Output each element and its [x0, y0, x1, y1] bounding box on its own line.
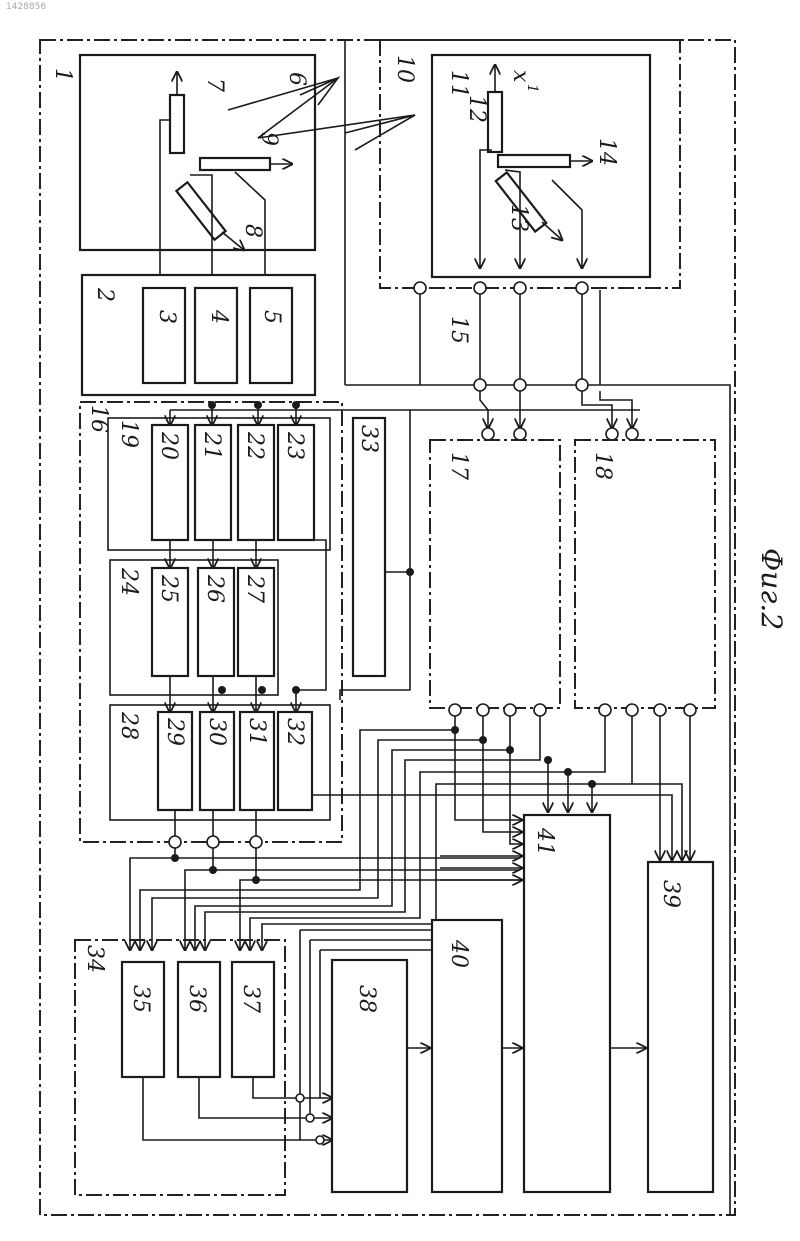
label-4: 4: [206, 309, 231, 324]
label-28: 28: [116, 711, 141, 740]
label-20: 20: [156, 431, 181, 460]
block-4: [195, 288, 237, 383]
label-29: 29: [162, 717, 187, 746]
node-15a: [414, 282, 426, 294]
label-11: 11: [446, 70, 471, 98]
label-x1: x: [508, 70, 533, 83]
label-7: 7: [202, 78, 227, 92]
label-36: 36: [184, 985, 209, 1013]
block-36: [178, 962, 220, 1077]
label-2: 2: [92, 287, 117, 302]
label-10: 10: [392, 55, 417, 83]
label-25: 25: [156, 574, 181, 603]
label-30: 30: [204, 718, 229, 746]
node-15g: [576, 379, 588, 391]
block-3: [143, 288, 185, 383]
block-39: [648, 862, 713, 1192]
label-5: 5: [259, 310, 284, 324]
figure-caption: Фиг.2: [755, 548, 788, 630]
label-14: 14: [594, 138, 619, 166]
block-41: [524, 815, 610, 1192]
label-27: 27: [242, 574, 267, 603]
label-17: 17: [446, 452, 471, 480]
antenna-14: [498, 155, 570, 167]
label-38: 38: [354, 985, 379, 1013]
antenna-7: [170, 95, 184, 153]
node-15d: [576, 282, 588, 294]
node-15b: [474, 282, 486, 294]
label-19: 19: [116, 420, 141, 448]
antenna-12: [488, 92, 502, 152]
label-12: 12: [464, 95, 489, 123]
label-16: 16: [86, 405, 111, 433]
label-13: 13: [506, 204, 531, 232]
label-21: 21: [199, 431, 224, 460]
label-35: 35: [128, 985, 153, 1013]
label-33: 33: [356, 425, 381, 453]
label-1: 1: [50, 68, 75, 82]
label-22: 22: [242, 431, 267, 460]
block-33: [353, 418, 385, 676]
label-39: 39: [658, 880, 683, 908]
block-6: [80, 55, 315, 250]
antenna-9: [200, 158, 270, 170]
label-37: 37: [238, 985, 263, 1013]
label-32: 32: [282, 718, 307, 746]
label-23: 23: [282, 431, 307, 460]
block-18: [575, 440, 715, 708]
label-3: 3: [154, 310, 179, 324]
label-41: 41: [532, 827, 557, 856]
block-37: [232, 962, 274, 1077]
label-26: 26: [202, 574, 227, 603]
node-15f: [514, 379, 526, 391]
block-35: [122, 962, 164, 1077]
label-15: 15: [446, 316, 471, 344]
label-31: 31: [244, 718, 269, 746]
block-5: [250, 288, 292, 383]
block-17: [430, 440, 560, 708]
label-40: 40: [446, 939, 471, 968]
label-x1-sub: 1: [524, 84, 540, 93]
label-18: 18: [590, 452, 615, 480]
label-6: 6: [284, 72, 309, 86]
label-24: 24: [116, 567, 141, 596]
label-8: 8: [240, 224, 265, 238]
label-9: 9: [256, 132, 281, 146]
label-34: 34: [82, 945, 107, 973]
node-15e: [474, 379, 486, 391]
node-15c: [514, 282, 526, 294]
